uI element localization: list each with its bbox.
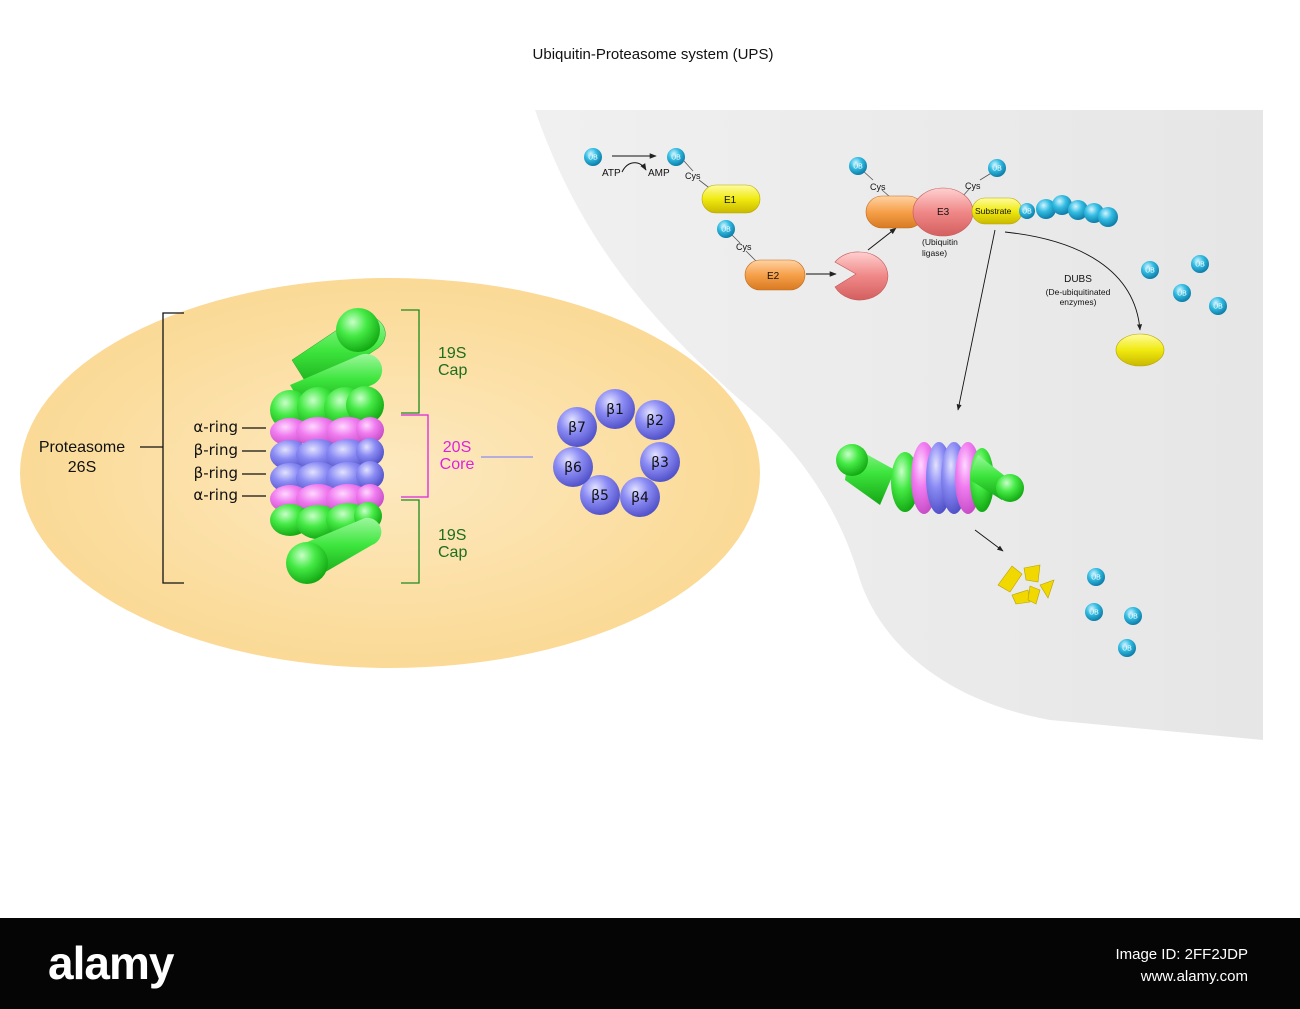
proteasome-bracket (140, 312, 184, 584)
diagram-stage: Ubiquitin-Proteasome system (UPS) Protea… (20, 46, 1263, 740)
dubs-label: DUBS (1064, 274, 1092, 285)
cap-top-label: Cap (438, 362, 467, 379)
beta-subunit-4 (620, 477, 660, 517)
ring-label-beta-bottom: β-ring (194, 464, 238, 482)
ups-diagram: Ubiquitin-Proteasome system (UPS) Protea… (20, 46, 1263, 740)
ub-label: UB (992, 166, 1002, 173)
ub-sphere (1209, 297, 1227, 315)
e1-enzyme (701, 184, 761, 214)
dubs-desc-line2: enzymes) (1060, 297, 1097, 307)
ring-label-alpha-top: α-ring (193, 418, 238, 436)
ub-label: UB (1089, 610, 1099, 617)
proteasome-size-label: 26S (68, 459, 96, 476)
beta-subunit-2 (635, 400, 675, 440)
beta-subunit-7 (557, 407, 597, 447)
ub-label: UB (1122, 646, 1132, 653)
proteasome-label: Proteasome (39, 439, 125, 456)
beta-subunit-3 (640, 442, 680, 482)
core-label: Core (440, 456, 475, 473)
beta-subunit-5 (580, 475, 620, 515)
ub-sphere (1191, 255, 1209, 273)
ub-chain-sphere (1098, 207, 1118, 227)
dubs-desc-line1: (De-ubiquitinated (1046, 287, 1111, 297)
beta-subunit-label: β4 (631, 490, 649, 506)
e3-binding-site (834, 251, 889, 301)
freed-substrate (1115, 333, 1165, 367)
cytoplasm-region (535, 110, 1263, 740)
cys-label-e3-left: Cys (870, 182, 886, 192)
beta-subunit-label: β3 (651, 455, 669, 471)
ub-label: UB (1091, 575, 1101, 582)
ub-label: UB (1195, 262, 1205, 269)
beta-subunit-label: β7 (568, 420, 586, 436)
ub-sphere (1087, 568, 1105, 586)
brand-logo[interactable]: alamy (48, 937, 174, 989)
ub-sphere (1173, 284, 1191, 302)
cap-core-labels: 19S Cap 20S Core 19S Cap (438, 345, 474, 561)
ub-sphere (849, 157, 867, 175)
title-group: Ubiquitin-Proteasome system (UPS) (533, 46, 774, 63)
e2-label: E2 (767, 271, 780, 282)
ub-chain-sphere (1036, 199, 1056, 219)
core-size: 20S (443, 439, 471, 456)
ub-label: UB (853, 164, 863, 171)
cap-core-brackets (401, 309, 533, 584)
cap-bottom-size: 19S (438, 527, 466, 544)
ub-sphere (1141, 261, 1159, 279)
ub-label: UB (1177, 291, 1187, 298)
ub-label: UB (1022, 209, 1032, 216)
ub-chain-sphere (1052, 195, 1072, 215)
ring-label-beta-top: β-ring (194, 441, 238, 459)
ub-label: UB (1145, 268, 1155, 275)
degraded-peptides (997, 564, 1055, 605)
ub-sphere (1019, 203, 1035, 219)
ub-sphere (1118, 639, 1136, 657)
ub-chain-sphere (1068, 200, 1088, 220)
ring-label-alpha-bottom: α-ring (193, 486, 238, 504)
ub-sphere (988, 159, 1006, 177)
ub-label: UB (588, 155, 598, 162)
e2-enzyme (744, 259, 806, 291)
atp-label: ATP (602, 168, 621, 179)
ub-sphere (667, 148, 685, 166)
e1-label: E1 (724, 195, 737, 206)
ligase-label-line1: (Ubiquitin (922, 237, 958, 247)
beta-subunit-label: β2 (646, 413, 664, 429)
ring-labels: α-ring β-ring β-ring α-ring (193, 418, 238, 504)
e3-label: E3 (937, 207, 950, 218)
cys-label-e1: Cys (685, 171, 701, 181)
amp-label: AMP (648, 168, 670, 179)
beta-subunit-1 (595, 389, 635, 429)
pathway: ATP AMP Cys Cys Cys Cys E1 E2 E3 (602, 153, 1165, 605)
site-url[interactable]: www.alamy.com (1140, 968, 1248, 985)
cys-label-e3-right: Cys (965, 181, 981, 191)
ub-sphere (717, 220, 735, 238)
small-proteasome (836, 442, 1024, 514)
proteasome-stack (270, 308, 386, 584)
substrate-label: Substrate (975, 206, 1012, 216)
proteasome-oval (20, 278, 760, 668)
beta-ring: β1 β2 β3 β4 β5 β6 β7 (553, 389, 680, 517)
ub-sphere (1124, 607, 1142, 625)
ring-label-leaders (242, 427, 266, 497)
ub-sphere (584, 148, 602, 166)
ligase-label-line2: ligase) (922, 248, 947, 258)
footer-bar: alamy Image ID: 2FF2JDP www.alamy.com (0, 918, 1300, 1009)
ub-label: UB (721, 227, 731, 234)
ub-label: UB (1128, 614, 1138, 621)
image-id: Image ID: 2FF2JDP (1115, 946, 1248, 963)
cys-label-e2: Cys (736, 242, 752, 252)
beta-subunit-6 (553, 447, 593, 487)
diagram-title: Ubiquitin-Proteasome system (UPS) (533, 46, 774, 63)
cap-top-size: 19S (438, 345, 466, 362)
ub-molecules: UB UB UB UB UB UB UB UB UB UB UB UB UB UB (584, 148, 1227, 657)
beta-subunit-label: β6 (564, 460, 582, 476)
ub-label: UB (671, 155, 681, 162)
beta-subunit-label: β5 (591, 488, 609, 504)
ub-label: UB (1213, 304, 1223, 311)
ub-sphere (1085, 603, 1103, 621)
beta-subunit-label: β1 (606, 402, 624, 418)
cap-bottom-label: Cap (438, 544, 467, 561)
